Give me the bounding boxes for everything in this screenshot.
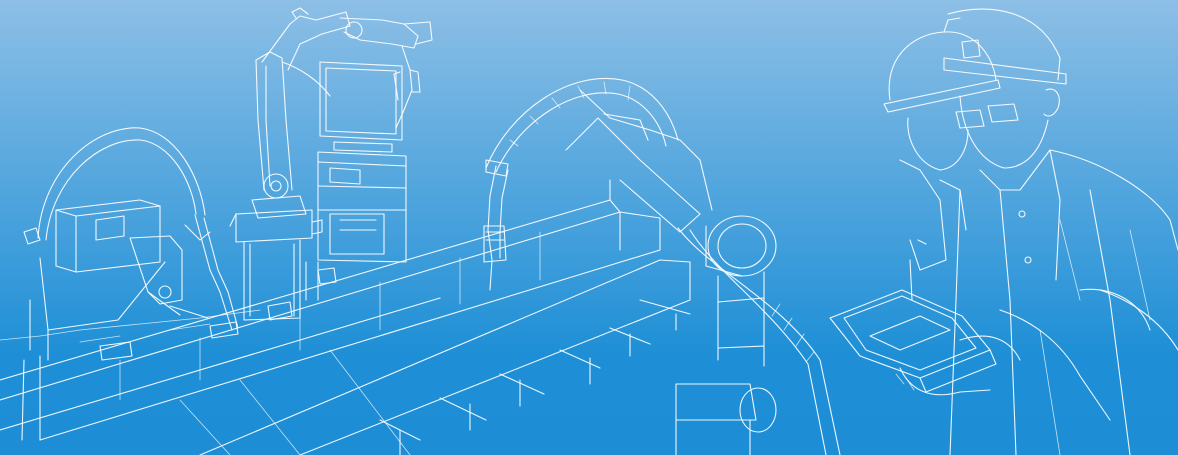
industrial-robot-arm-icon: [229, 7, 433, 321]
teach-pendant-tablet-icon: [829, 289, 1021, 396]
engineer-icon: [883, 8, 1178, 455]
collaborative-robot-arm-icon: [485, 78, 841, 455]
welding-torch-icon: [483, 159, 509, 291]
welding-machine-icon: [23, 127, 239, 361]
conveyor-beam-icon: [0, 179, 691, 455]
control-monitor-icon: [305, 61, 407, 301]
